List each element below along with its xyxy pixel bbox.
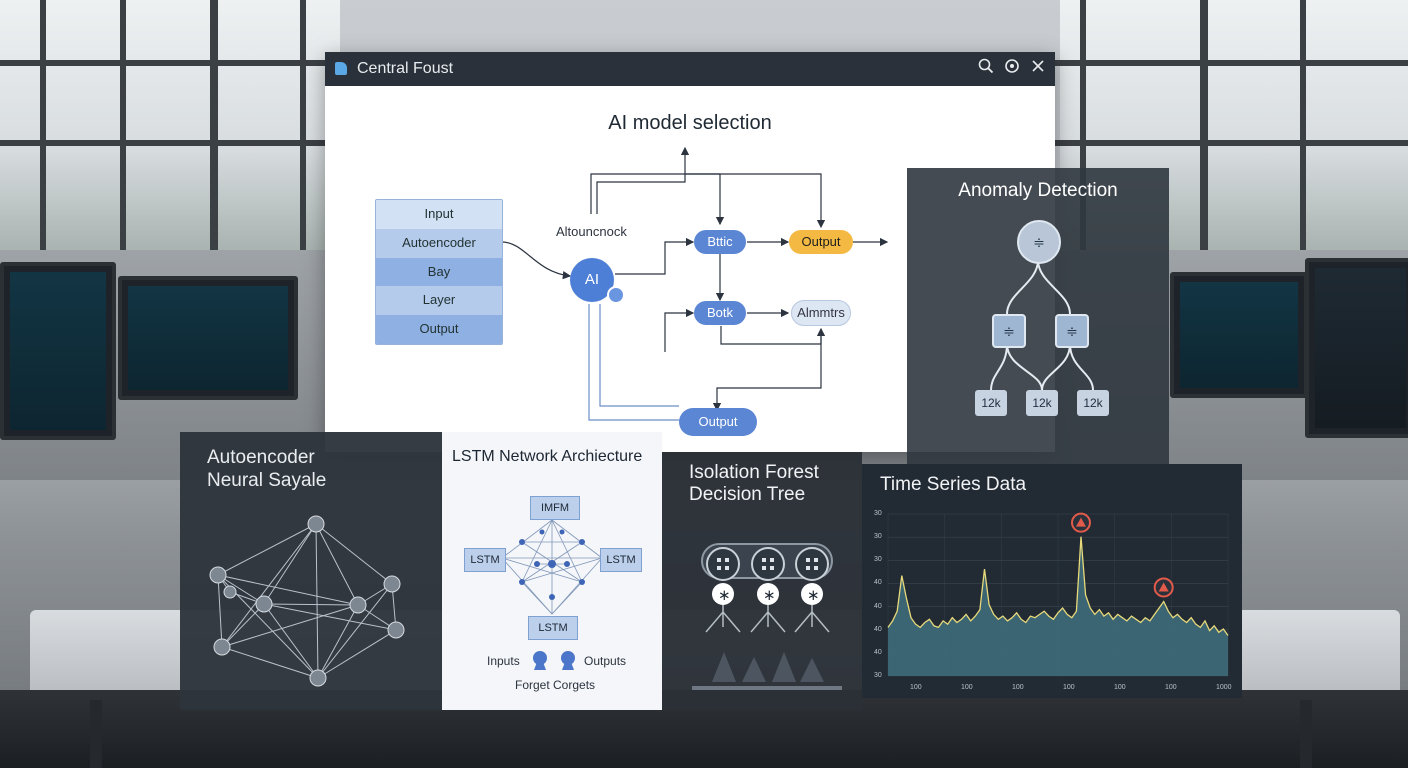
background-monitor [1170, 272, 1308, 398]
window-frame [120, 0, 126, 260]
tree-node-icon[interactable]: ≑ [992, 314, 1026, 348]
window-frame [1300, 0, 1306, 260]
window-frame [300, 0, 306, 260]
tree-node-icon[interactable]: ≑ [1055, 314, 1089, 348]
lstm-graph [501, 519, 603, 670]
window-frame [210, 0, 218, 260]
tree-root-icon[interactable]: ≑ [1017, 220, 1061, 264]
background-monitor [0, 262, 116, 440]
stack-item[interactable]: Output [376, 315, 502, 344]
panel-title: Autoencoder Neural Sayale [207, 446, 326, 492]
inputs-label: Inputs [487, 654, 520, 668]
node-glyph: ∗ [763, 587, 776, 604]
x-tick-label: 100 [910, 684, 922, 691]
gear-icon[interactable] [1001, 58, 1023, 80]
x-tick-label: 100 [1012, 684, 1024, 691]
diagram-title: AI model selection [608, 112, 772, 134]
node-botk[interactable]: Botk [694, 301, 746, 325]
x-tick-label: 100 [1063, 684, 1075, 691]
title-line: Isolation Forest [689, 462, 819, 483]
main-window[interactable]: Central Foust AI model selection Input A… [325, 52, 1055, 452]
tree-leaf: 12k [1077, 390, 1109, 416]
y-tick-label: 40 [874, 648, 882, 656]
app-icon [335, 62, 347, 75]
layer-stack: Input Autoencoder Bay Layer Output [375, 199, 503, 345]
window-pane [0, 0, 340, 250]
stack-item[interactable]: Autoencoder [376, 228, 502, 258]
forest-graph [692, 543, 842, 690]
x-tick-label: 100 [961, 684, 973, 691]
time-series-chart [887, 512, 1229, 677]
tree-connectors [990, 259, 1094, 391]
neural-graph [209, 515, 405, 687]
title-bar[interactable]: Central Foust [325, 52, 1055, 86]
series-area [888, 536, 1228, 676]
search-icon[interactable] [975, 58, 997, 80]
close-icon[interactable] [1027, 58, 1049, 80]
lstm-panel[interactable]: LSTM Network Archiecture IMFM LSTM LSTM … [442, 432, 662, 710]
stack-item[interactable]: Layer [376, 286, 502, 316]
diagram-connectors [501, 146, 889, 421]
window-frame [40, 0, 46, 260]
node-output-top[interactable]: Output [789, 230, 853, 254]
anomaly-detection-panel[interactable]: Anomaly Detection ≑ ≑ ≑ 12k 12k 12k [907, 168, 1169, 468]
title-line: Autoencoder [207, 447, 315, 468]
series-line [887, 536, 1229, 636]
tree-leaf: 12k [1026, 390, 1058, 416]
stack-item[interactable]: Bay [376, 257, 502, 287]
window-frame [1080, 0, 1086, 260]
lstm-box-top[interactable]: IMFM [530, 496, 580, 520]
panel-title: Anomaly Detection [958, 180, 1118, 201]
lstm-box-left[interactable]: LSTM [464, 548, 506, 572]
node-almmtrs[interactable]: Almmtrs [791, 300, 851, 326]
isolation-forest-panel[interactable]: Isolation Forest Decision Tree ∗ ∗ ∗ [662, 452, 862, 710]
title-line: Neural Sayale [207, 470, 327, 491]
ai-node[interactable]: AI [570, 258, 614, 302]
warning-triangle [1075, 517, 1086, 527]
window-frame [1200, 0, 1208, 260]
stack-item[interactable]: Input [376, 200, 502, 229]
panel-title: LSTM Network Archiecture [452, 448, 643, 465]
background-monitor [1305, 258, 1408, 438]
x-tick-label: 100 [1114, 684, 1126, 691]
desk-leg [1300, 700, 1312, 768]
x-tick-label: 100 [1165, 684, 1177, 691]
y-tick-label: 30 [874, 672, 882, 679]
y-tick-label: 40 [874, 579, 882, 587]
forget-label: Forget Corgets [515, 678, 596, 692]
y-tick-label: 40 [874, 625, 882, 633]
window-title: Central Foust [357, 60, 454, 77]
node-label: Altouncnock [556, 224, 627, 239]
node-glyph: ∗ [807, 587, 820, 604]
x-tick-label: 1000 [1216, 684, 1232, 691]
time-series-panel[interactable]: Time Series Data 30 30 30 40 40 40 40 30 100 100… [862, 464, 1242, 698]
y-tick-label: 30 [874, 533, 882, 541]
y-tick-label: 40 [874, 602, 882, 610]
autoencoder-panel[interactable]: Autoencoder Neural Sayale [180, 432, 442, 710]
node-output-bottom[interactable]: Output [679, 408, 757, 436]
panel-title: Isolation Forest Decision Tree [689, 462, 819, 506]
warning-triangle [1158, 582, 1169, 592]
title-line: Decision Tree [689, 484, 806, 505]
y-tick-label: 30 [874, 556, 882, 564]
node-glyph: ∗ [718, 587, 731, 604]
panel-title: Time Series Data [880, 474, 1027, 495]
node-bttic[interactable]: Bttic [694, 230, 746, 254]
lstm-box-bottom[interactable]: LSTM [528, 616, 578, 640]
y-tick-label: 30 [874, 510, 882, 517]
lstm-box-right[interactable]: LSTM [600, 548, 642, 572]
background-monitor [118, 276, 298, 400]
tree-leaf: 12k [975, 390, 1007, 416]
desk-leg [90, 700, 102, 768]
outputs-label: Outputs [584, 654, 627, 668]
link-icon [607, 286, 625, 304]
